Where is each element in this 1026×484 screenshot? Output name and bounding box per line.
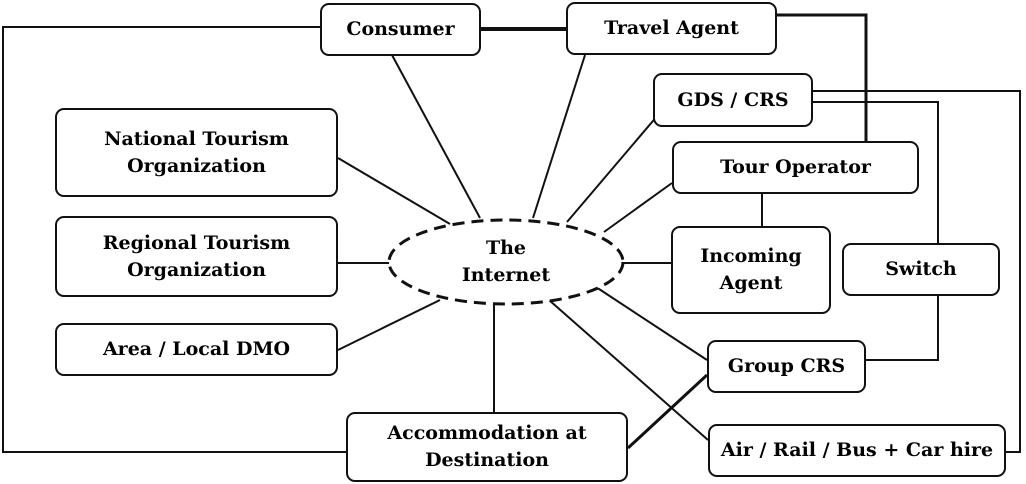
link-gds-internet xyxy=(566,114,659,223)
internet-hub-line1: The xyxy=(485,237,527,259)
accommodation-line2: Destination xyxy=(425,449,549,471)
group-crs-node: Group CRS xyxy=(707,340,866,393)
switch-label: Switch xyxy=(885,258,957,280)
incoming-agent-node: Incoming Agent xyxy=(671,226,831,314)
tour-operator-node: Tour Operator xyxy=(672,141,919,194)
travel-agent-label: Travel Agent xyxy=(604,17,739,39)
link-group-crs-internet xyxy=(595,286,708,361)
link-transport-internet xyxy=(548,299,709,441)
link-consumer-internet xyxy=(391,54,481,219)
regional-tourism-line2: Organization xyxy=(127,258,266,281)
group-crs-label: Group CRS xyxy=(727,355,846,377)
consumer-node: Consumer xyxy=(320,3,481,56)
link-accommodation-group-crs xyxy=(626,373,709,450)
national-tourism-line1: National Tourism xyxy=(104,127,289,150)
incoming-agent-line1: Incoming xyxy=(700,245,802,267)
internet-hub-outline xyxy=(387,218,625,306)
travel-agent-node: Travel Agent xyxy=(566,2,777,55)
link-consumer-accommodation xyxy=(2,26,346,453)
link-travel-agent-tour-operator xyxy=(776,13,868,141)
transport-label: Air / Rail / Bus + Car hire xyxy=(720,439,994,461)
area-local-dmo-label: Area / Local DMO xyxy=(102,338,291,360)
consumer-label: Consumer xyxy=(346,18,455,40)
area-local-dmo-node: Area / Local DMO xyxy=(55,323,338,376)
link-switch-group-crs xyxy=(866,296,939,361)
incoming-agent-line2: Agent xyxy=(719,272,783,294)
national-tourism-node: National Tourism Organization xyxy=(55,108,338,197)
regional-tourism-line1: Regional Tourism xyxy=(102,231,291,254)
regional-tourism-node: Regional Tourism Organization xyxy=(55,216,338,297)
tour-operator-label: Tour Operator xyxy=(720,156,871,178)
gds-crs-node: GDS / CRS xyxy=(653,73,813,127)
accommodation-line1: Accommodation at xyxy=(387,422,587,444)
gds-crs-label: GDS / CRS xyxy=(677,88,789,111)
link-tour-operator-internet xyxy=(603,182,673,233)
link-national-tourism-internet xyxy=(337,157,451,225)
national-tourism-line2: Organization xyxy=(127,154,266,177)
link-gds-transport xyxy=(813,90,1021,453)
accommodation-node: Accommodation at Destination xyxy=(346,412,628,482)
internet-hub: The Internet xyxy=(389,220,623,304)
switch-node: Switch xyxy=(842,243,1000,296)
link-travel-agent-internet xyxy=(532,54,586,219)
link-area-dmo-internet xyxy=(337,299,441,351)
link-gds-switch xyxy=(813,101,939,243)
internet-hub-line2: Internet xyxy=(461,264,551,286)
transport-node: Air / Rail / Bus + Car hire xyxy=(708,424,1006,477)
